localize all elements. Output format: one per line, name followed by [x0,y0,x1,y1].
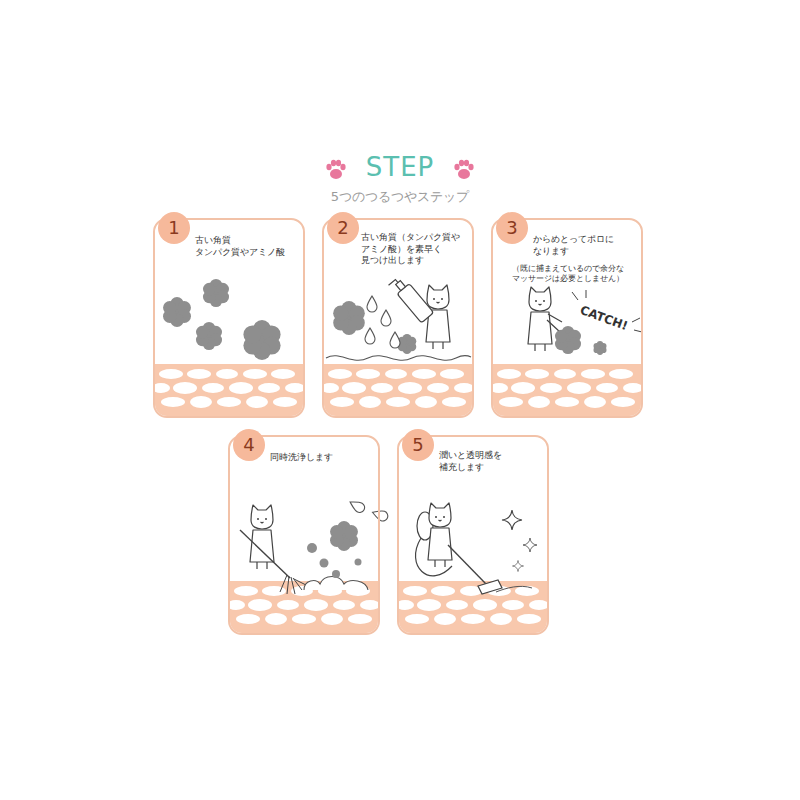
step-number-badge: 3 [496,212,528,244]
paw-icon [326,160,345,179]
title: STEP [366,152,435,182]
step-text: 潤いと透明感を 補充します [439,449,547,473]
catch-word: CATCH! [578,303,629,333]
step-text: 古い角質（タンパク質や アミノ酸）を素早く 見つけ出します [361,232,473,267]
subtitle: 5つのつるつやステップ [331,188,469,206]
cat-sweeping [240,498,389,594]
step-number-badge: 5 [402,429,434,461]
step-card: 2 古い角質（タンパク質や アミノ酸）を素早く 見つけ出します [322,218,474,418]
step-number: 2 [337,219,348,237]
step-number: 4 [243,436,254,454]
skin-band [321,364,474,416]
paw-icon [454,160,473,179]
step-card: 1 古い角質 タンパク質やアミノ酸 [153,218,305,418]
step-card: 4 同時洗浄します [228,435,380,635]
step-number-badge: 4 [233,429,265,461]
step-card: 5 潤いと透明感を 補充します [397,435,549,635]
step-number-badge: 1 [158,212,190,244]
step-text: 古い角質 タンパク質やアミノ酸 [195,234,303,258]
step-number: 5 [412,436,423,454]
cat-vacuuming [416,503,537,594]
skin-band [396,581,549,633]
skin-band [490,364,643,416]
step-number: 1 [168,219,179,237]
step-note: （既に捕まえているので余分な マッサージは必要としません） [499,264,637,284]
step-number-badge: 2 [327,212,359,244]
cat-catching [528,287,642,355]
keratin-flowers [163,279,281,360]
step-text: からめとってポロに なります [533,234,641,257]
skin-band [152,364,305,416]
step-number: 3 [506,219,517,237]
step-text: 同時洗浄します [270,451,378,463]
cat-with-bottle [326,274,471,360]
